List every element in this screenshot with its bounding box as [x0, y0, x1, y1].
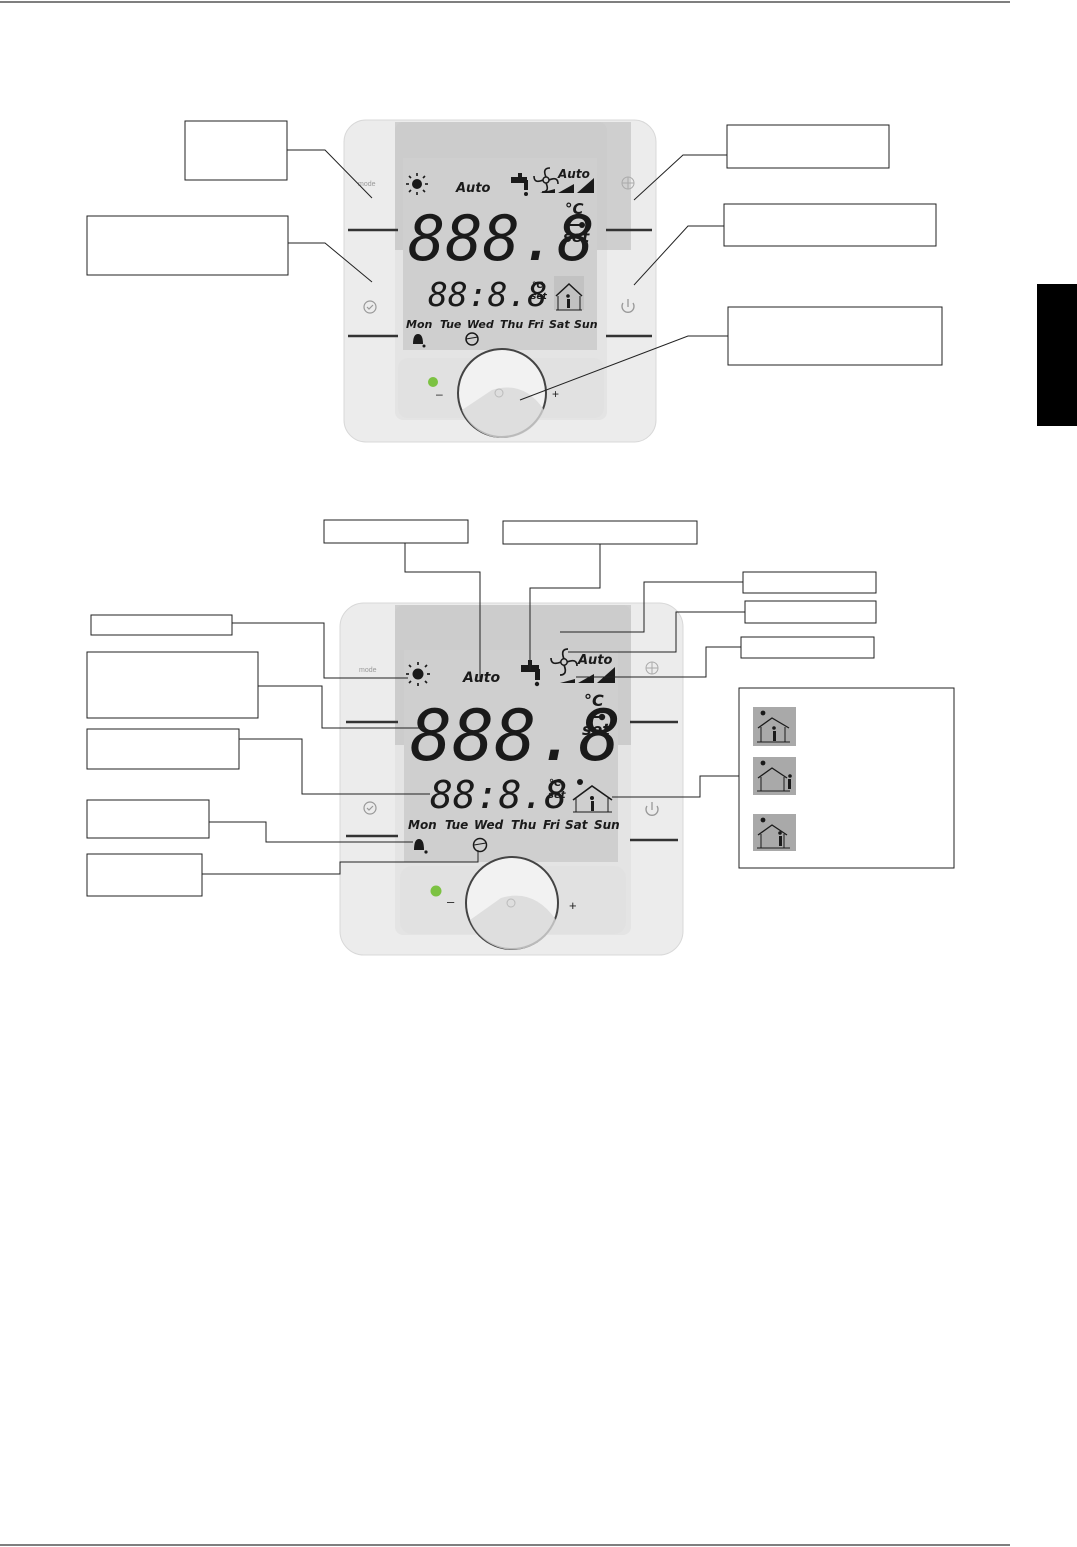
day-label: Fri [543, 818, 561, 832]
auto-fan-text: Auto [577, 653, 613, 668]
power-button[interactable] [621, 299, 635, 313]
device-figure-2: mode Auto Auto 888.8 °C set 88:8.8 °C se… [339, 602, 684, 956]
mode-button-label: mode [359, 667, 377, 674]
tap-icon [511, 173, 528, 196]
callout-box [727, 306, 943, 366]
auto-mode-text: Auto [455, 181, 491, 196]
power-icon [621, 302, 635, 313]
day-label: Sat [565, 818, 589, 832]
auto-fan-text: Auto [557, 167, 590, 181]
callout-box [86, 215, 289, 276]
lcd-screen [404, 650, 618, 862]
callout-box [723, 203, 937, 247]
day-label: Thu [500, 318, 523, 331]
callout-box [86, 853, 203, 897]
compressor-icon [472, 837, 488, 853]
fan-display-icon [550, 648, 578, 676]
small-set: set [531, 292, 547, 302]
compressor-icon [465, 332, 479, 346]
legend-icon-away [753, 814, 796, 851]
callout-box [184, 120, 288, 181]
small-unit: °C [532, 281, 544, 291]
key-icon [570, 222, 585, 228]
day-label: Wed [467, 318, 494, 331]
day-label: Sat [549, 318, 570, 331]
mode-button-label: mode [358, 181, 376, 188]
fan-button[interactable] [645, 661, 659, 675]
status-led [428, 377, 438, 387]
minus-label: – [436, 387, 443, 401]
fan-speed-bars [560, 667, 615, 683]
auto-mode-text: Auto [462, 670, 500, 686]
callout-box [86, 799, 210, 839]
sun-icon [406, 662, 430, 686]
plus-label: + [552, 387, 559, 401]
callout-box [323, 519, 469, 544]
house-occupied-icon [572, 779, 613, 813]
legend-icon-leaving [753, 757, 796, 795]
day-label: Sun [594, 818, 620, 832]
main-unit: °C [565, 200, 584, 218]
bell-icon [413, 334, 426, 348]
key-icon [590, 713, 606, 721]
side-tab [1037, 284, 1077, 426]
callouts-figure-1 [86, 120, 943, 366]
house-away-icon [753, 814, 796, 851]
callout-box [740, 636, 875, 659]
sun-icon [406, 173, 428, 195]
fan-speed-bars [540, 178, 594, 193]
leader-lines-2 [202, 543, 745, 875]
day-label: Thu [511, 818, 537, 832]
day-label: Tue [445, 818, 468, 832]
weekdays-row-2: Mon Tue Wed Thu Fri Sat Sun [408, 818, 620, 832]
plus-label: + [569, 898, 577, 913]
callout-box [90, 614, 233, 636]
fan-button[interactable] [621, 176, 635, 190]
power-button[interactable] [645, 802, 659, 816]
callout-box [502, 520, 698, 545]
main-digits: 888.8 [408, 202, 595, 275]
clock-icon [363, 801, 377, 815]
minus-label: – [447, 894, 455, 909]
main-set: set [563, 228, 590, 246]
clock-button[interactable] [363, 300, 377, 314]
day-label: Fri [528, 318, 544, 331]
mode-button[interactable] [348, 660, 392, 690]
small-digits: 88:8.8 [428, 275, 547, 314]
small-unit: °C [549, 778, 562, 789]
legend-icon-occupied [753, 707, 796, 746]
day-label: Wed [474, 818, 504, 832]
main-digits: 888.8 [410, 695, 621, 777]
status-led [430, 885, 442, 897]
small-digits: 88:8.8 [430, 773, 567, 817]
fan-display-icon [533, 167, 559, 193]
house-occupied-icon [554, 276, 584, 311]
small-set: set [548, 790, 567, 801]
day-label: Sun [574, 318, 598, 331]
device-figure-1: mode Auto Auto 888.8 °C set 88:8.8 °C se… [343, 119, 657, 443]
day-label: Tue [440, 318, 462, 331]
main-unit: °C [584, 691, 604, 710]
bell-icon [414, 839, 428, 854]
day-label: Mon [408, 818, 437, 832]
day-label: Mon [406, 318, 433, 331]
main-set: set [582, 720, 611, 739]
power-icon [645, 805, 659, 816]
callout-box [744, 600, 877, 624]
callout-box [726, 124, 890, 169]
callout-box [86, 728, 240, 770]
callout-box [742, 571, 877, 594]
callout-box [86, 651, 259, 719]
clock-button[interactable] [363, 801, 377, 815]
leader-lines-1 [287, 149, 728, 401]
weekdays-row-1: Mon Tue Wed Thu Fri Sat Sun [406, 318, 598, 331]
clock-icon [363, 300, 377, 314]
